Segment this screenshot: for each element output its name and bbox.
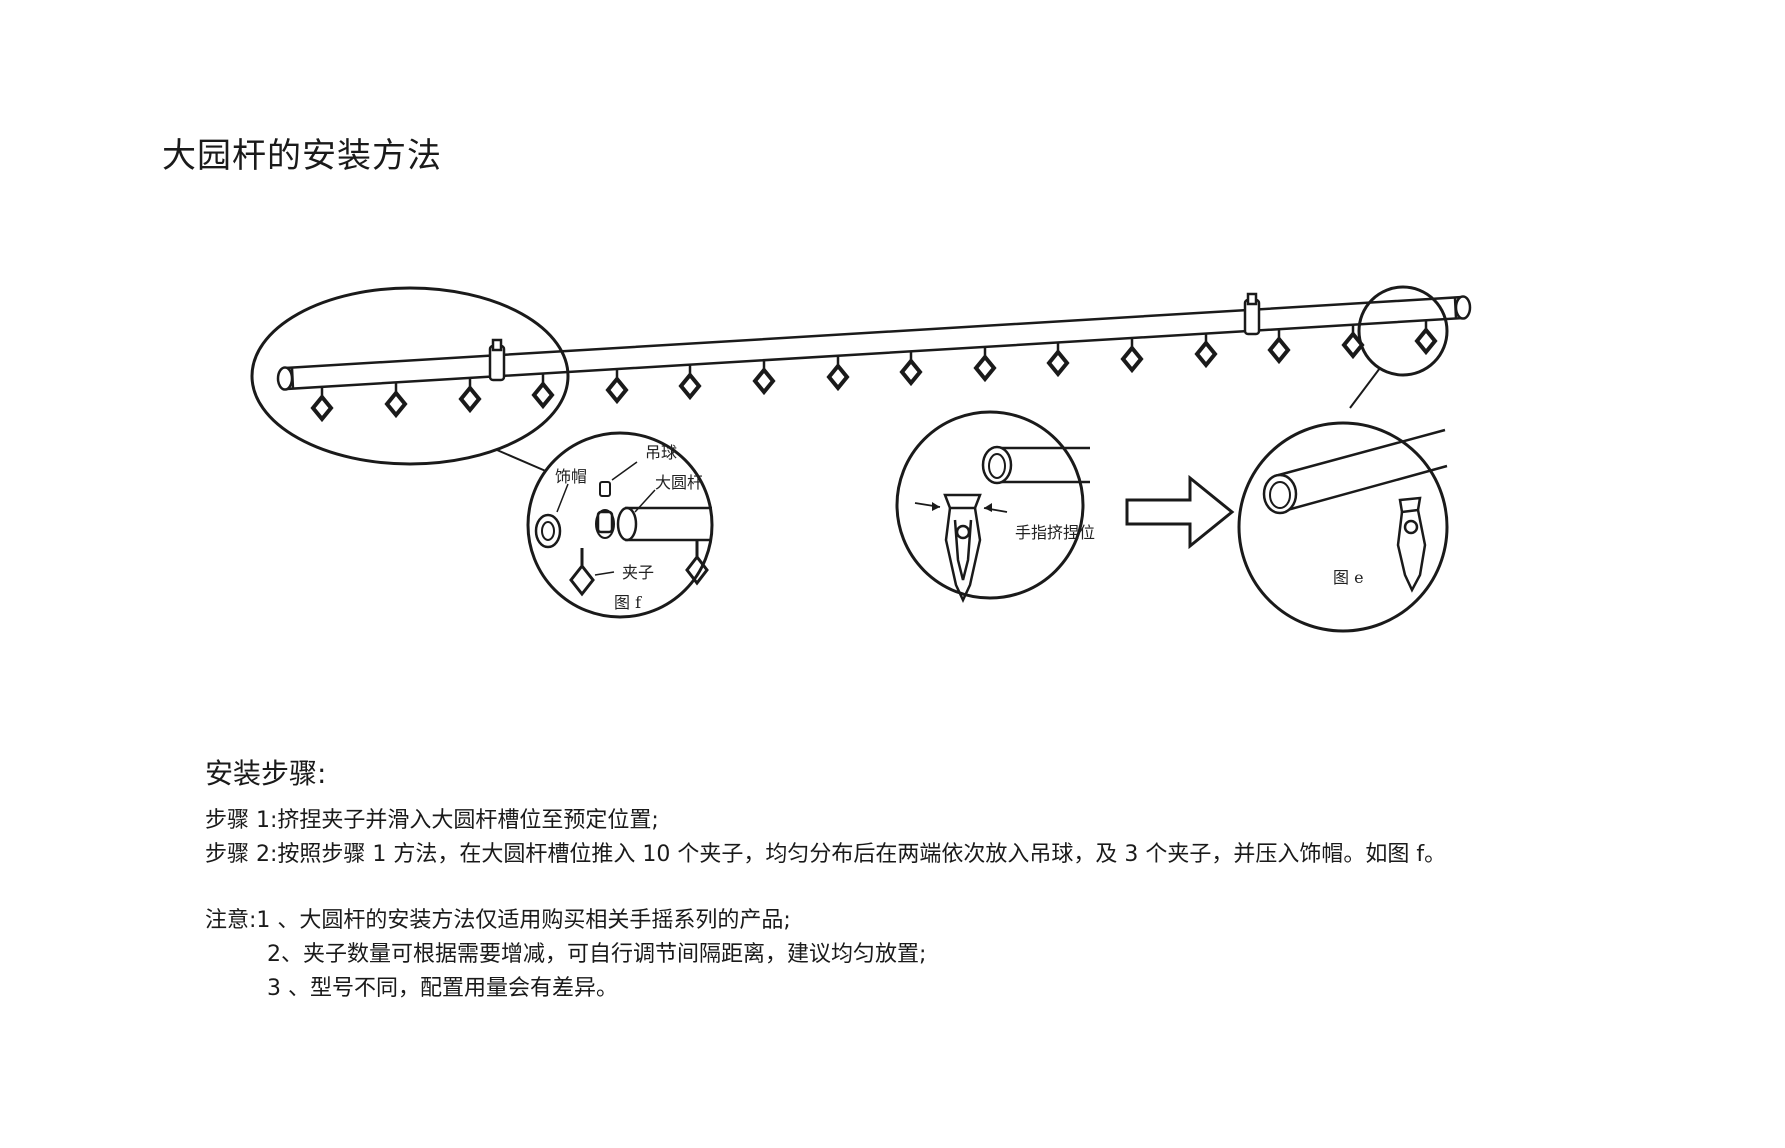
label-fig-f: 图 f [614,593,642,612]
page-title: 大园杆的安装方法 [162,136,442,176]
step-1: 步骤 1:挤捏夹子并滑入大圆杆槽位至预定位置; [205,808,659,833]
detail-f: 饰帽 吊球 大圆杆 夹子 图 f [526,431,714,619]
rod-clip [1415,318,1437,354]
main-rod [276,295,1472,391]
label-ball: 吊球 [645,443,677,462]
label-finger-press: 手指挤捏位 [1015,523,1095,542]
rod-clip [459,376,481,412]
ball-part [596,510,614,534]
arrow-right-icon [1125,474,1235,550]
installed-clip [1396,496,1427,593]
note-2: 2、夹子数量可根据需要增减，可自行调节间隔距离，建议均匀放置; [267,942,927,967]
rod-clip [311,385,333,421]
rod-clip [753,358,775,394]
rod-clip [827,354,849,390]
detail-e: 图 e [1237,421,1449,633]
right-end-highlight [1357,285,1449,377]
label-finial: 饰帽 [555,467,587,486]
rod-clip [900,349,922,385]
label-fig-e: 图 e [1333,568,1364,587]
note-1: 注意:1 、大圆杆的安装方法仅适用购买相关手摇系列的产品; [205,908,791,933]
instructions: 安装步骤: 步骤 1:挤捏夹子并滑入大圆杆槽位至预定位置; 步骤 2:按照步骤 … [205,752,1705,1006]
rod-clip [1121,336,1143,372]
label-clip: 夹子 [622,563,654,582]
clip-part [569,541,709,597]
detail-pinch: 手指挤捏位 [895,410,1095,603]
rod-clip [385,381,407,417]
pinch-clip [943,493,982,603]
rod-clip [1195,331,1217,367]
note-3: 3 、型号不同，配置用量会有差异。 [267,976,618,1001]
rod-clip [679,363,701,399]
rod-clip [1047,340,1069,376]
rod-clip [1268,327,1290,363]
left-end-highlight [250,286,570,466]
rod-clip [532,372,554,408]
ball-bracket-right [1243,292,1261,336]
label-rod: 大圆杆 [655,473,703,492]
ball-bracket-left [488,338,506,382]
rod-clip [606,367,628,403]
rod-clip [974,345,996,381]
step-2: 步骤 2:按照步骤 1 方法，在大圆杆槽位推入 10 个夹子，均匀分布后在两端依… [205,842,1447,867]
steps-heading: 安装步骤: [205,757,327,790]
